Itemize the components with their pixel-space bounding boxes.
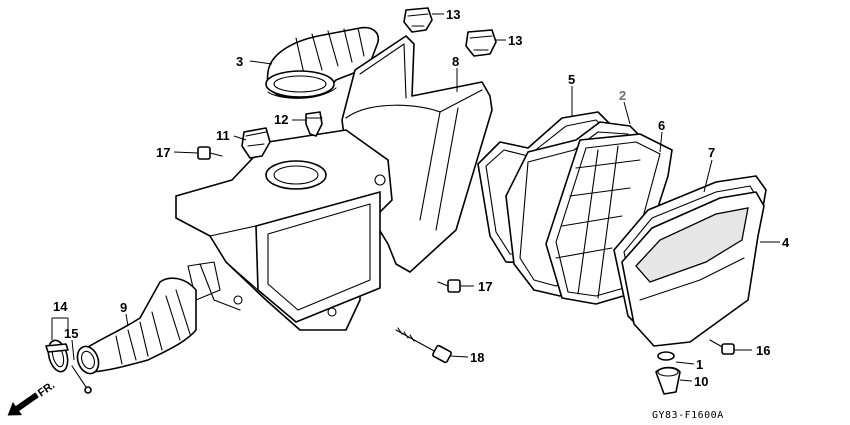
callout-7: 7 (708, 145, 715, 160)
leader-lines (51, 13, 780, 382)
part-13-clip-lower (465, 29, 497, 57)
callout-13-lower: 13 (508, 33, 522, 48)
arrow-icon (7, 392, 39, 416)
front-direction-arrow: FR. (7, 379, 57, 416)
callout-2: 2 (619, 88, 626, 103)
callout-4: 4 (782, 235, 790, 250)
part-4-cover (621, 191, 765, 347)
part-15-clamp-screw (71, 365, 92, 394)
part-13-clip-upper (403, 7, 433, 33)
part-3-intake-duct (265, 26, 380, 99)
part-6-element-grid (545, 133, 673, 305)
callout-5: 5 (568, 72, 575, 87)
part-8-air-cleaner-case (175, 35, 493, 331)
callout-9: 9 (120, 300, 127, 315)
callout-11: 11 (216, 128, 230, 143)
part-12-clip (305, 111, 323, 137)
callout-8: 8 (452, 54, 459, 69)
part-1-drain-plug (657, 351, 675, 361)
callout-17-left: 17 (156, 145, 170, 160)
part-11-grommet (241, 127, 271, 159)
callout-1: 1 (696, 357, 703, 372)
callout-17-right: 17 (478, 279, 492, 294)
direction-label: FR. (36, 379, 57, 399)
callout-3: 3 (236, 54, 243, 69)
part-16-screw (709, 339, 735, 355)
part-10-drain-tube (655, 366, 681, 395)
callout-6: 6 (658, 118, 665, 133)
callout-15: 15 (64, 326, 78, 341)
callout-18: 18 (470, 350, 484, 365)
callout-12: 12 (274, 112, 288, 127)
callout-16: 16 (756, 343, 770, 358)
part-14-clamp-band (45, 339, 69, 373)
drawing-code: GY83-F1600A (652, 410, 724, 421)
callout-10: 10 (694, 374, 708, 389)
callout-14: 14 (53, 299, 68, 314)
callout-13-upper: 13 (446, 7, 460, 22)
part-18-long-bolt (395, 327, 452, 364)
callout-numbers: 3 8 12 11 17 13 13 5 2 6 7 4 17 18 1 10 … (53, 7, 790, 389)
part-17-bolt-left (197, 146, 223, 160)
part-17-bolt-right (437, 279, 461, 293)
part-9-connecting-tube (76, 277, 197, 375)
